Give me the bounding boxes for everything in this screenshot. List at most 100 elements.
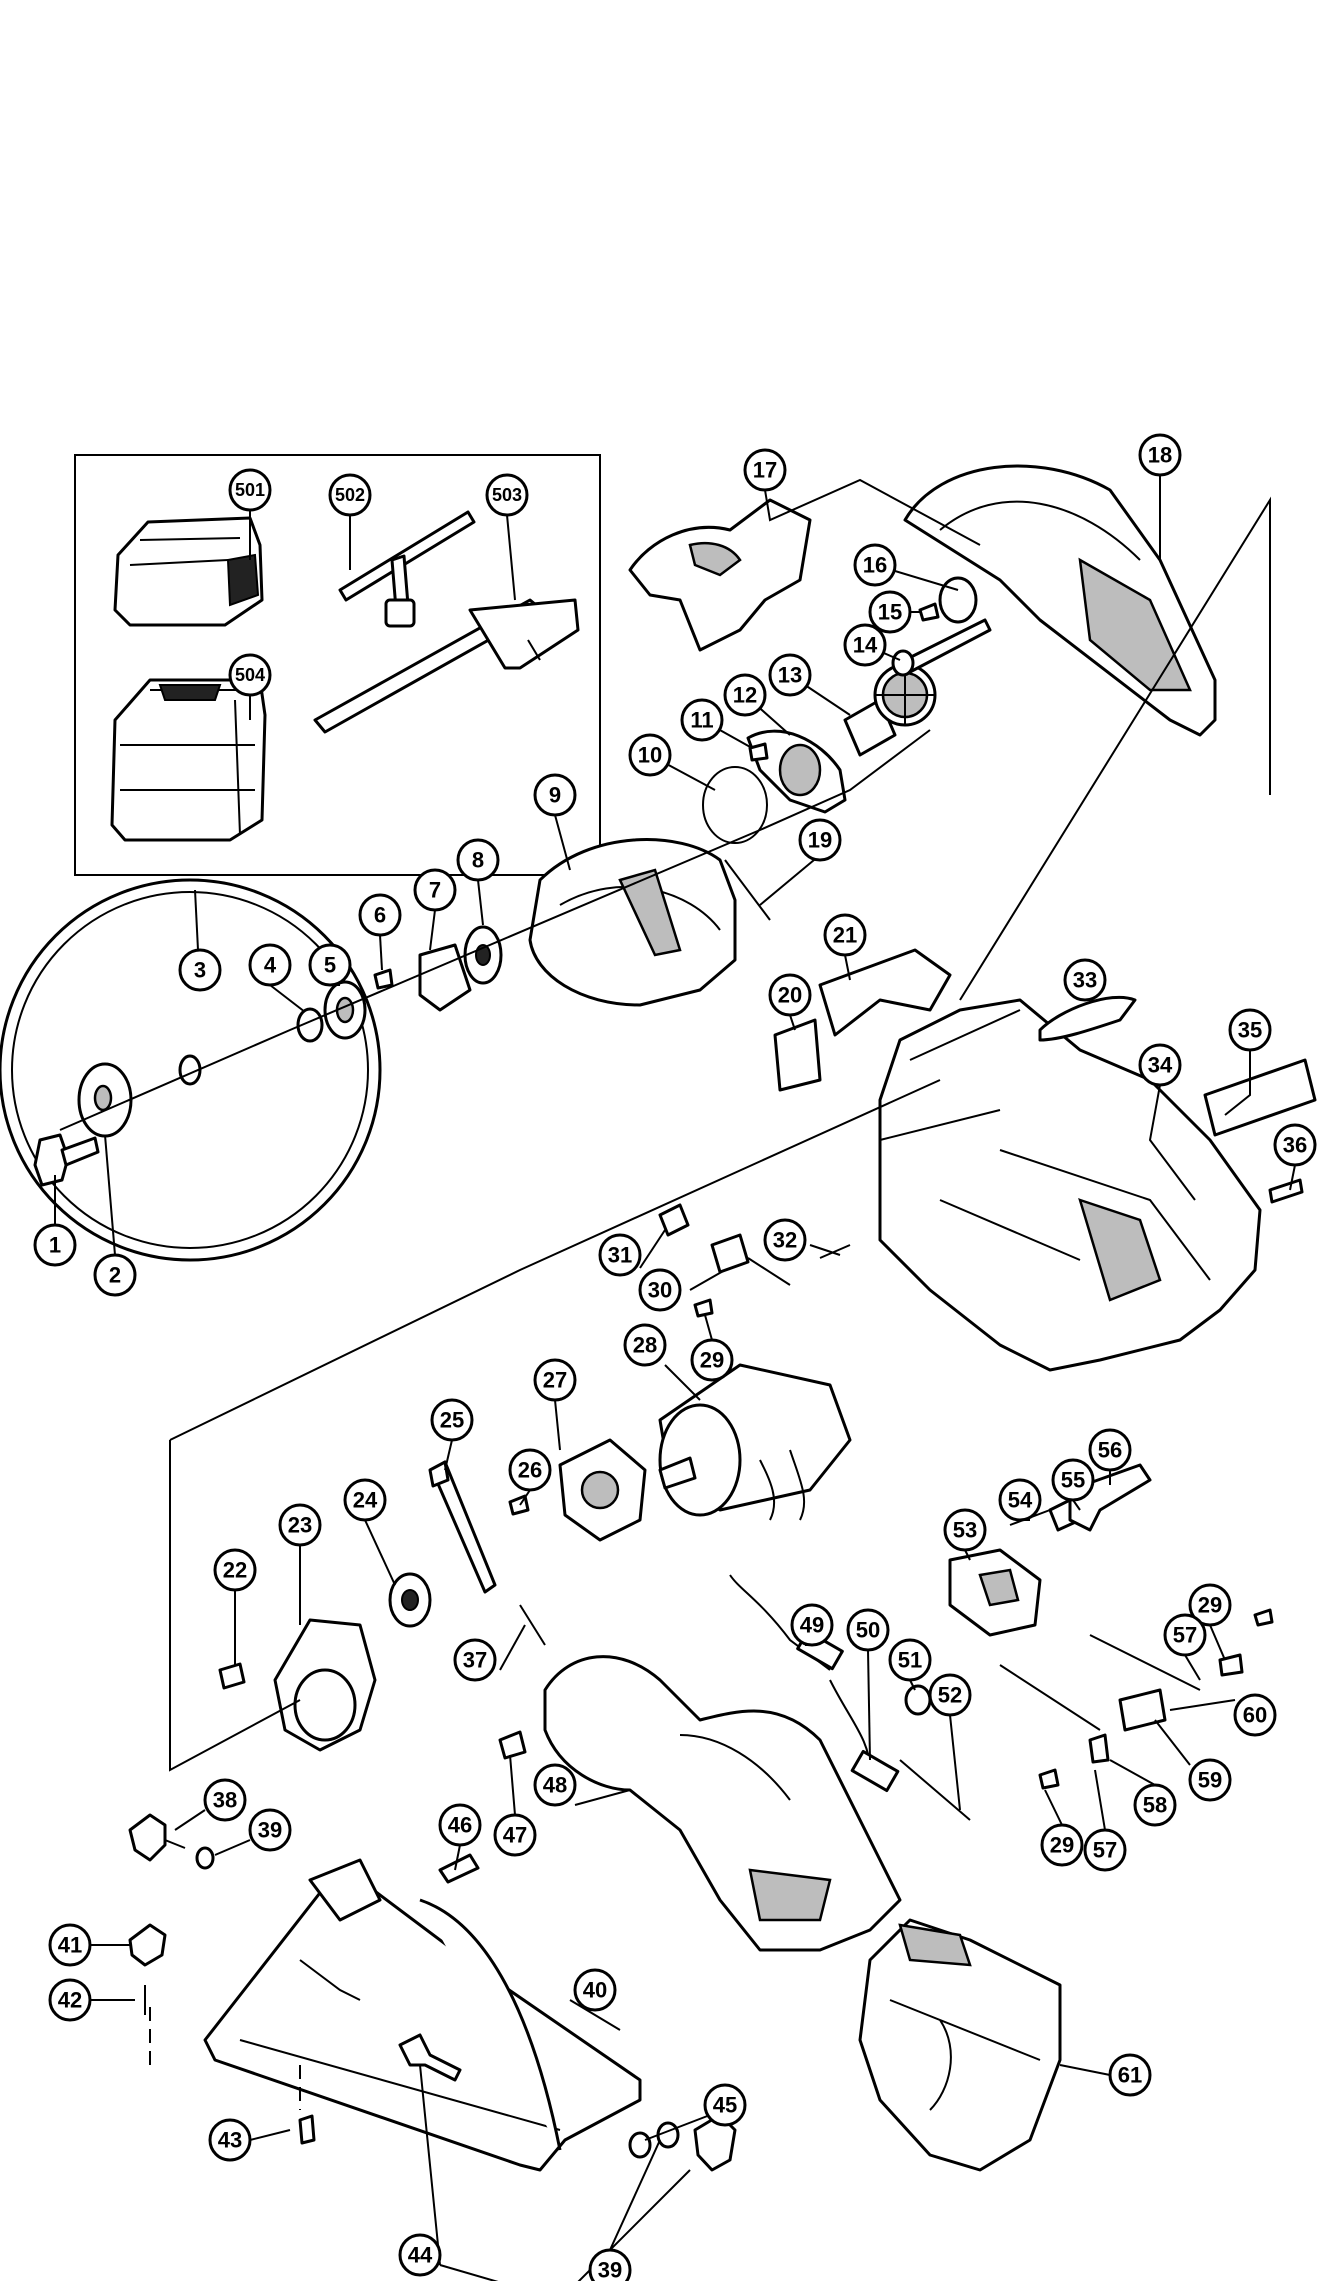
callout-13: 13	[768, 653, 812, 697]
lower-guard	[528, 838, 737, 1007]
svg-text:2: 2	[109, 1263, 121, 1288]
svg-text:52: 52	[938, 1683, 962, 1708]
leader-lines	[54, 460, 1296, 2281]
svg-text:55: 55	[1061, 1468, 1085, 1493]
callout-11: 11	[680, 698, 724, 742]
svg-text:16: 16	[863, 553, 887, 578]
callout-502: 502	[328, 473, 372, 517]
callout-10: 10	[628, 733, 672, 777]
callout-4: 4	[248, 943, 292, 987]
hex-bolt	[33, 1133, 100, 1187]
callout-49: 49	[790, 1603, 834, 1647]
svg-text:20: 20	[778, 983, 802, 1008]
callout-21: 21	[823, 913, 867, 957]
callout-501: 501	[228, 468, 272, 512]
svg-text:33: 33	[1073, 968, 1097, 993]
svg-text:50: 50	[856, 1618, 880, 1643]
svg-text:41: 41	[58, 1933, 82, 1958]
svg-text:503: 503	[492, 485, 522, 505]
svg-text:17: 17	[753, 458, 777, 483]
callout-12: 12	[723, 673, 767, 717]
callout-37: 37	[453, 1638, 497, 1682]
callout-20: 20	[768, 973, 812, 1017]
motor	[658, 1363, 852, 1521]
handle-housing	[498, 1655, 902, 1952]
callout-61: 61	[1108, 2053, 1152, 2097]
svg-text:15: 15	[878, 600, 902, 625]
callout-1: 1	[33, 1223, 77, 1267]
callout-50: 50	[846, 1608, 890, 1652]
callout-22: 22	[213, 1548, 257, 1592]
callout-39-a: 39	[248, 1808, 292, 1852]
svg-text:48: 48	[543, 1773, 567, 1798]
callout-48: 48	[533, 1763, 577, 1807]
svg-text:30: 30	[648, 1278, 672, 1303]
callout-2: 2	[93, 1253, 137, 1297]
svg-text:35: 35	[1238, 1018, 1262, 1043]
svg-text:5: 5	[324, 953, 336, 978]
svg-text:31: 31	[608, 1243, 632, 1268]
callout-19: 19	[798, 818, 842, 862]
svg-text:42: 42	[58, 1988, 82, 2013]
callout-51: 51	[888, 1638, 932, 1682]
callout-30: 30	[638, 1268, 682, 1312]
svg-text:25: 25	[440, 1408, 464, 1433]
callout-55: 55	[1051, 1458, 1095, 1502]
svg-text:37: 37	[463, 1648, 487, 1673]
brush-holder	[508, 1438, 647, 1542]
accessory-box	[74, 454, 601, 876]
svg-text:28: 28	[633, 1333, 657, 1358]
callout-29-b: 29	[1188, 1583, 1232, 1627]
terminal-assembly	[999, 1608, 1274, 1790]
callout-31: 31	[598, 1233, 642, 1277]
svg-text:24: 24	[353, 1488, 378, 1513]
svg-text:8: 8	[472, 848, 484, 873]
callout-33: 33	[1063, 958, 1107, 1002]
callout-26: 26	[508, 1448, 552, 1492]
svg-text:34: 34	[1148, 1053, 1173, 1078]
svg-text:60: 60	[1243, 1703, 1267, 1728]
battery-pack	[858, 1918, 1062, 2172]
callout-36: 36	[1273, 1123, 1317, 1167]
svg-text:6: 6	[374, 903, 386, 928]
svg-text:57: 57	[1173, 1623, 1197, 1648]
callout-56: 56	[1088, 1428, 1132, 1472]
svg-text:1: 1	[49, 1233, 61, 1258]
callout-52: 52	[928, 1673, 972, 1717]
callout-57-a: 57	[1163, 1613, 1207, 1657]
callout-29-a: 29	[690, 1338, 734, 1382]
callout-24: 24	[343, 1478, 387, 1522]
callout-40: 40	[573, 1968, 617, 2012]
svg-text:7: 7	[429, 878, 441, 903]
callout-60: 60	[1233, 1693, 1277, 1737]
svg-text:49: 49	[800, 1613, 824, 1638]
svg-text:39: 39	[598, 2258, 622, 2281]
carrying-case	[110, 678, 267, 842]
callout-44: 44	[398, 2233, 442, 2277]
svg-text:39: 39	[258, 1818, 282, 1843]
svg-text:21: 21	[833, 923, 857, 948]
callout-59: 59	[1188, 1758, 1232, 1802]
housing	[878, 998, 1262, 1372]
svg-text:58: 58	[1143, 1793, 1167, 1818]
svg-text:23: 23	[288, 1513, 312, 1538]
callout-25: 25	[430, 1398, 474, 1442]
upper-screws	[891, 576, 992, 677]
svg-text:19: 19	[808, 828, 832, 853]
svg-text:18: 18	[1148, 443, 1172, 468]
callout-58: 58	[1133, 1783, 1177, 1827]
callout-18: 18	[1138, 433, 1182, 477]
svg-text:501: 501	[235, 480, 265, 500]
svg-text:61: 61	[1118, 2063, 1142, 2088]
svg-text:47: 47	[503, 1823, 527, 1848]
gear-assembly	[702, 663, 937, 844]
svg-text:3: 3	[194, 958, 206, 983]
svg-text:29: 29	[1050, 1833, 1074, 1858]
callout-34: 34	[1138, 1043, 1182, 1087]
gear-case	[218, 1618, 377, 1752]
spring	[724, 859, 771, 921]
svg-text:59: 59	[1198, 1768, 1222, 1793]
callout-503: 503	[485, 473, 529, 517]
callout-27: 27	[533, 1358, 577, 1402]
svg-text:54: 54	[1008, 1488, 1033, 1513]
